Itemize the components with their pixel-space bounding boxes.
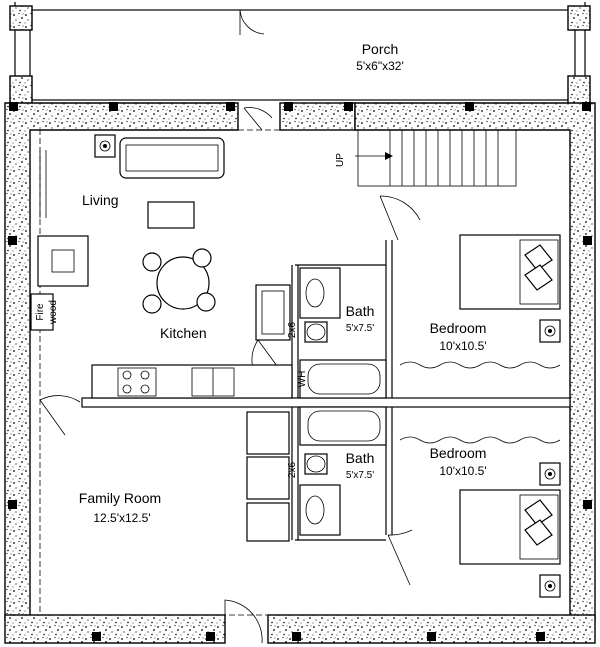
bath-bottom-fixtures (299, 406, 387, 536)
arrow-right-icon (385, 152, 393, 160)
kitchen-counters (91, 284, 293, 399)
family-room-size: 12.5'x12.5' (93, 511, 150, 525)
bath-bottom-wall: 2x6 (287, 462, 298, 479)
bath-top-label: Bath (346, 303, 375, 319)
bedroom-bottom-furniture (459, 462, 561, 598)
living-label: Living (82, 192, 119, 208)
porch-label: Porch (362, 41, 399, 57)
firewood-label-1: Fire (35, 303, 46, 321)
living-furniture (30, 134, 225, 331)
sofa (119, 137, 225, 179)
bedroom-bottom-size: 10'x10.5' (439, 464, 486, 478)
bath-top-wall: 2x6 (287, 322, 298, 339)
bedroom-top-label: Bedroom (430, 320, 487, 336)
bathtub (299, 359, 387, 399)
coffee-table (147, 201, 195, 229)
refrigerator (255, 284, 291, 341)
room-labels: Porch 5'x6"x32' UP Living Fire wood Kitc… (35, 41, 487, 525)
firewood-label-2: wood (48, 300, 59, 325)
exterior-walls (4, 102, 596, 644)
toilet-icon (304, 321, 328, 343)
porch-area (9, 2, 591, 105)
stove-icon (117, 367, 157, 397)
bath-top-fixtures (299, 267, 387, 399)
dining-table (142, 248, 216, 314)
bedroom-top-size: 10'x10.5' (439, 339, 486, 353)
bath-top-size: 5'x7.5' (346, 323, 374, 334)
stairs-up-label: UP (335, 153, 346, 167)
bedroom-bottom-label: Bedroom (430, 445, 487, 461)
bedroom-top-furniture (459, 234, 561, 343)
toilet-icon (304, 453, 328, 475)
bath-bottom-label: Bath (346, 450, 375, 466)
bath-bottom-size: 5'x7.5' (346, 470, 374, 481)
firewood-box (30, 293, 54, 331)
sink-icon (305, 278, 325, 308)
posts (8, 102, 592, 641)
wood-stove (37, 235, 89, 287)
family-room-label: Family Room (79, 490, 161, 506)
bathtub (299, 406, 387, 446)
sink-icon (305, 495, 325, 525)
water-heater-label: WH (297, 371, 308, 388)
closet-lines (399, 361, 561, 444)
porch-size: 5'x6"x32' (356, 59, 404, 73)
doors (39, 107, 421, 644)
staircase (355, 130, 499, 186)
family-storage (246, 411, 290, 542)
kitchen-label: Kitchen (160, 325, 207, 341)
